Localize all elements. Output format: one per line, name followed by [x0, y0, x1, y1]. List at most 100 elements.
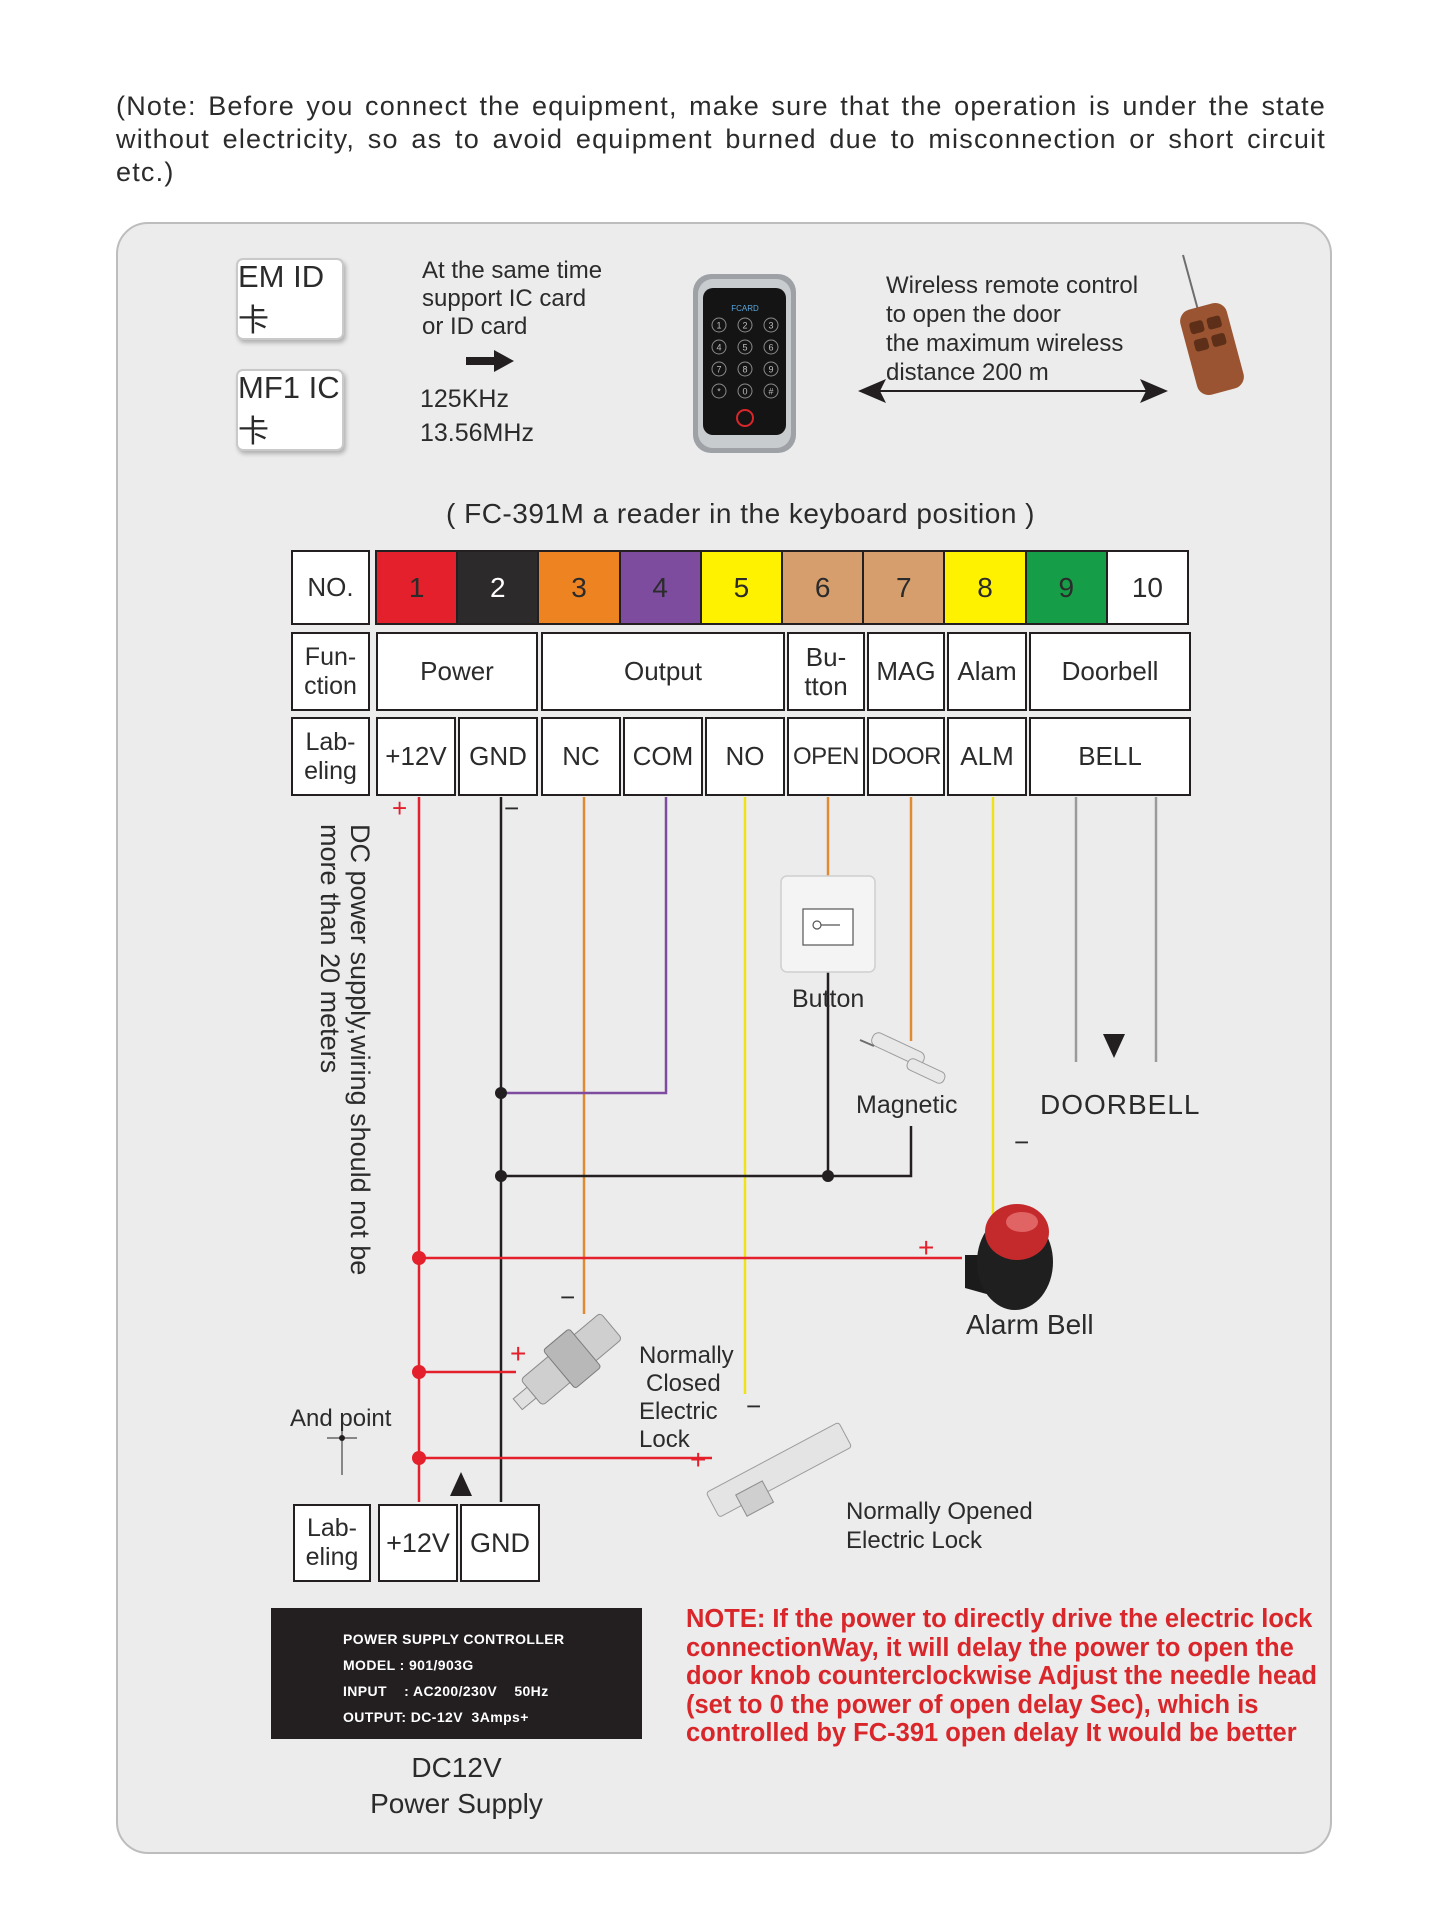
plus-sign-12v: +	[392, 793, 408, 823]
up-arrow-icon	[450, 1472, 472, 1496]
labeling-header-cell: Lab- eling	[291, 717, 370, 796]
terminal-number-10: 10	[1105, 552, 1188, 623]
keypad-key-ring	[763, 317, 779, 333]
no-lock-label-1: Normally Opened	[846, 1498, 1033, 1525]
psu-caption-line2: Power Supply	[370, 1788, 543, 1819]
psu-plate-text: POWER SUPPLY CONTROLLER MODEL : 901/903G I…	[343, 1626, 565, 1730]
wireless-text-1: Wireless remote control	[886, 272, 1139, 299]
wireless-text-2: to open the door	[886, 301, 1061, 328]
label-nc: NC	[541, 717, 621, 796]
keypad-key-ring	[763, 383, 779, 399]
nc-lock-label-2: Closed	[646, 1370, 721, 1397]
function-header-line2: ction	[304, 671, 357, 700]
doorbell-label: DOORBELL	[1040, 1089, 1201, 1120]
psu-line-2: MODEL : 901/903G	[343, 1657, 474, 1673]
wires	[327, 797, 1158, 1502]
terminal-number-2: 2	[456, 552, 538, 623]
keypad-key-ring	[737, 317, 753, 333]
power-supply-plate: POWER SUPPLY CONTROLLER MODEL : 901/903G I…	[271, 1608, 642, 1739]
label-door: DOOR	[867, 717, 945, 796]
keypad-key-9: 9	[768, 365, 773, 375]
keypad-key-0: 0	[742, 387, 747, 397]
labeling-header-line1: Lab-	[305, 727, 356, 756]
no-lock-icon	[706, 1422, 852, 1517]
bottom-label-12v: +12V	[378, 1504, 458, 1582]
psu-caption: DC12V Power Supply	[271, 1750, 642, 1822]
support-text-2: support IC card	[422, 285, 587, 312]
frequency-13mhz: 13.56MHz	[420, 419, 534, 447]
minus-sign-no-lock: −	[746, 1391, 762, 1421]
label-com: COM	[623, 717, 703, 796]
magnetic-label: Magnetic	[856, 1091, 958, 1119]
red-note: NOTE: If the power to directly drive the…	[686, 1605, 1318, 1747]
label-bell: BELL	[1029, 717, 1191, 796]
exit-button-icon	[780, 875, 876, 973]
bottom-label-gnd: GND	[460, 1504, 540, 1582]
doorbell-arrow-icon	[1103, 1034, 1125, 1058]
keypad-key-4: 4	[716, 343, 721, 353]
function-mag: MAG	[867, 632, 945, 711]
em-id-card-box: EM ID卡	[236, 258, 344, 340]
keypad-key-ring	[737, 361, 753, 377]
double-arrow-icon	[858, 379, 1168, 403]
minus-sign-alarm: −	[1014, 1127, 1030, 1157]
keypad-key-8: 8	[742, 365, 747, 375]
psu-line-3: INPUT : AC200/230V 50Hz	[343, 1683, 549, 1699]
plus-sign-nc-lock: +	[510, 1338, 527, 1369]
keypad-key-*: *	[717, 387, 721, 397]
label-no: NO	[705, 717, 785, 796]
nc-lock-label-1: Normally	[639, 1342, 734, 1369]
labeling-header-line2: eling	[304, 756, 357, 785]
button-label: Button	[792, 985, 865, 1013]
terminal-number-7: 7	[862, 552, 944, 623]
plus-sign-no-lock: +	[690, 1444, 707, 1475]
function-power: Power	[376, 632, 538, 711]
keypad-key-6: 6	[768, 343, 773, 353]
psu-line-1: POWER SUPPLY CONTROLLER	[343, 1631, 565, 1647]
function-header-cell: Fun- ction	[291, 632, 370, 711]
keypad-key-7: 7	[716, 365, 721, 375]
keypad-key-ring	[711, 383, 727, 399]
keypad-key-ring	[737, 339, 753, 355]
junction-dots	[339, 1087, 834, 1465]
nc-lock-label-4: Lock	[639, 1426, 690, 1453]
function-doorbell: Doorbell	[1029, 632, 1191, 711]
keypad-key-ring	[711, 361, 727, 377]
keypad-key-2: 2	[742, 321, 747, 331]
keypad-key-5: 5	[742, 343, 747, 353]
label-alm: ALM	[947, 717, 1027, 796]
alarm-bell-icon	[965, 1204, 1053, 1310]
function-button-line2: tton	[804, 670, 848, 701]
plus-sign-alarm: +	[918, 1232, 935, 1263]
keypad-key-1: 1	[716, 321, 721, 331]
label-open: OPEN	[787, 717, 865, 796]
no-lock-label-2: Electric Lock	[846, 1527, 983, 1554]
bottom-labeling-line2: eling	[305, 1543, 359, 1571]
safety-note: (Note: Before you connect the equipment,…	[116, 91, 1326, 187]
function-alam: Alam	[947, 632, 1027, 711]
label-12v: +12V	[376, 717, 456, 796]
magnetic-sensor-icon	[859, 1032, 946, 1084]
keypad-key-ring	[737, 383, 753, 399]
terminal-number-3: 3	[537, 552, 619, 623]
terminal-number-1: 1	[377, 552, 457, 623]
support-text-3: or ID card	[422, 313, 528, 340]
bottom-labeling-line1: Lab-	[306, 1514, 358, 1542]
function-output: Output	[541, 632, 785, 711]
terminal-number-6: 6	[781, 552, 863, 623]
wireless-text-4: distance 200 m	[886, 359, 1049, 386]
support-text-1: At the same time	[422, 257, 603, 284]
nc-lock-icon	[512, 1313, 621, 1411]
alarm-bell-label: Alarm Bell	[966, 1309, 1094, 1340]
minus-sign-gnd: −	[504, 793, 520, 823]
frequency-125khz: 125KHz	[420, 385, 509, 413]
terminal-number-5: 5	[699, 552, 782, 623]
keypad-key-ring	[763, 361, 779, 377]
label-gnd: GND	[458, 717, 538, 796]
minus-sign-nc-lock: −	[560, 1282, 576, 1312]
nc-lock-label-3: Electric	[639, 1398, 718, 1425]
keypad-key-3: 3	[768, 321, 773, 331]
